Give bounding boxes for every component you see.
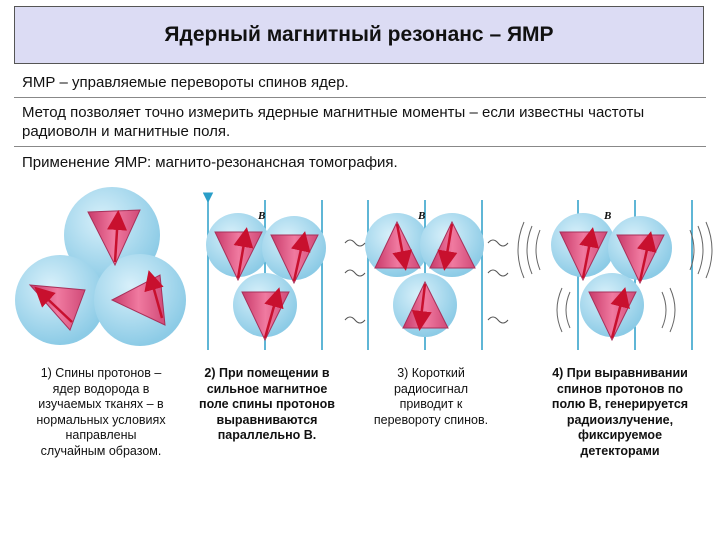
caption-line: поле спины протонов	[199, 397, 335, 411]
divider	[14, 146, 706, 147]
caption-4: 4) При выравнивании спинов протонов по п…	[535, 366, 705, 459]
panel-random-spins	[15, 187, 186, 346]
panel-aligned-spins	[202, 192, 326, 350]
radio-wave	[487, 239, 509, 247]
method-text-line2: радиоволн и магнитные поля.	[22, 123, 231, 140]
caption-line: радиосигнал	[393, 381, 469, 396]
caption-line: ядер водорода в	[52, 381, 150, 396]
definition-text: ЯМР – управляемые перевороты спинов ядер…	[22, 74, 349, 91]
spin-arrow	[411, 283, 432, 331]
caption-line: изучаемых тканях – в	[38, 397, 164, 411]
radio-wave	[344, 269, 366, 277]
field-vector-label: B	[604, 210, 612, 222]
spin-arrow	[144, 270, 164, 319]
panel-emission	[517, 200, 713, 350]
spin-arrow	[437, 223, 458, 271]
caption-line: 3) Короткий	[397, 366, 465, 380]
caption-2: 2) При помещении в сильное магнитное пол…	[192, 366, 342, 444]
caption-1: 1) Спины протонов – ядер водорода в изуч…	[26, 366, 176, 459]
page-title: Ядерный магнитный резонанс – ЯМР	[164, 23, 554, 46]
caption-line: спинов протонов по	[556, 381, 684, 396]
radio-wave	[487, 269, 509, 277]
spin-arrow	[34, 286, 73, 323]
caption-line: приводит к	[399, 397, 463, 411]
caption-line: фиксируемое	[577, 428, 663, 442]
spin-arrow	[290, 231, 311, 282]
caption-line: выравниваются	[216, 412, 318, 427]
spin-arrow	[610, 287, 630, 339]
application-text: Применение ЯМР: магнито-резонансная томо…	[22, 154, 398, 171]
emission-arcs	[661, 287, 676, 333]
spin-arrow	[233, 227, 254, 279]
spin-arrow	[392, 223, 413, 271]
caption-line: направлены	[65, 428, 137, 442]
caption-line: сильное магнитное	[206, 381, 328, 396]
divider	[14, 97, 706, 98]
radio-wave	[487, 316, 509, 324]
caption-line: параллельно B.	[217, 428, 317, 442]
radio-wave	[344, 239, 366, 247]
caption-line: 1) Спины протонов –	[40, 366, 162, 380]
spin-arrow	[636, 231, 657, 282]
caption-line: нормальных условиях	[36, 412, 166, 427]
panel-flipped-spins	[344, 200, 509, 350]
caption-line: случайным образом.	[40, 443, 162, 458]
caption-line: детекторами	[580, 443, 660, 458]
emission-arcs	[689, 221, 713, 279]
spin-arrow	[107, 210, 128, 263]
method-text-line1: Метод позволяет точно измерить ядерные м…	[22, 104, 645, 121]
spin-arrow	[579, 227, 599, 279]
caption-3: 3) Короткий радиосигнал приводит к перев…	[356, 366, 506, 428]
emission-arcs	[517, 221, 541, 279]
spin-arrow	[263, 287, 284, 339]
caption-line: 2) При помещении в	[204, 366, 330, 380]
field-vector-label: B	[258, 210, 266, 222]
caption-line: 4) При выравнивании	[552, 366, 688, 380]
caption-line: полю B, генерируется	[551, 397, 689, 411]
title-bar: Ядерный магнитный резонанс – ЯМР	[14, 6, 704, 64]
caption-line: радиоизлучение,	[566, 412, 674, 427]
radio-wave	[344, 316, 366, 324]
emission-arcs	[556, 287, 571, 333]
caption-line: перевороту спинов.	[373, 412, 489, 427]
field-vector-label: B	[418, 210, 426, 222]
